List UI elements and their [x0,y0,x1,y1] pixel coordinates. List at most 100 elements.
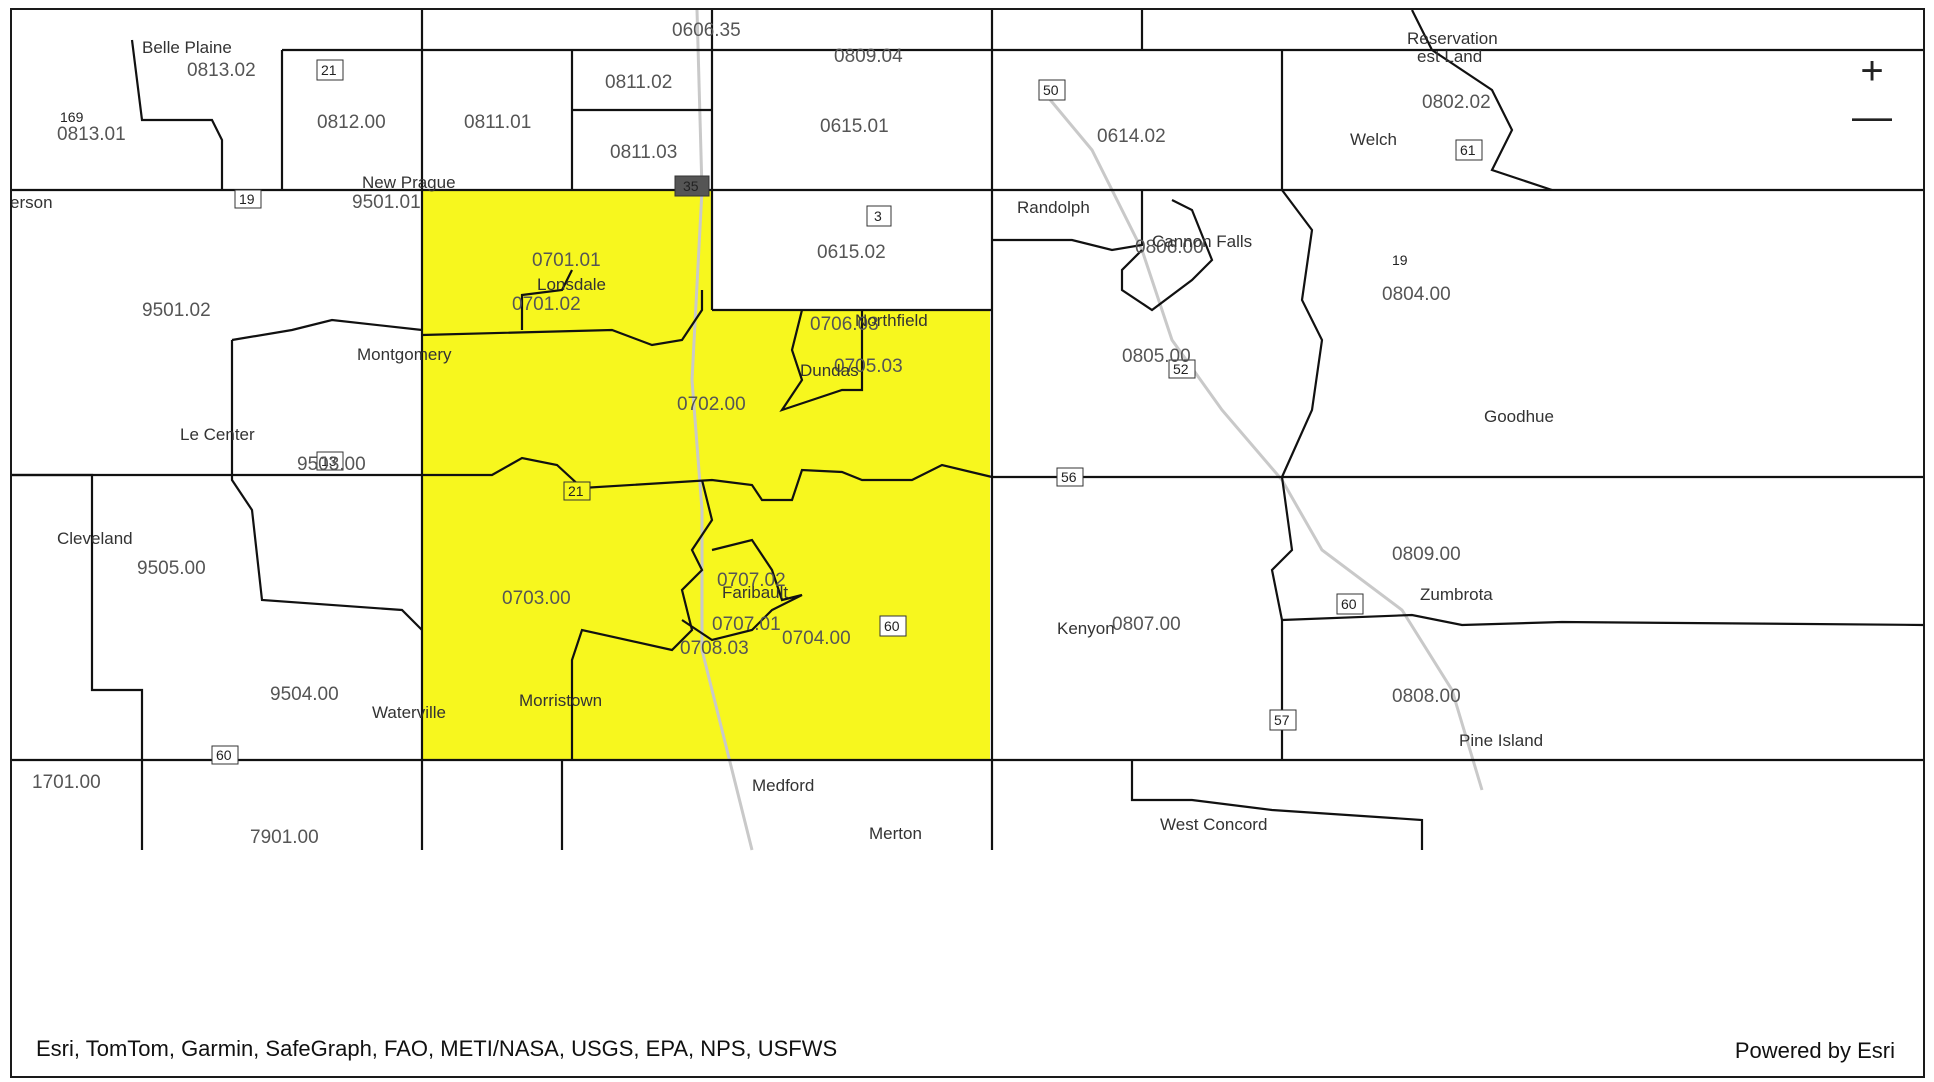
tract-label[interactable]: 0809.00 [1392,544,1461,565]
place-labels: Belle Plaine New Prague erson Randolph C… [12,29,1554,843]
tract-label[interactable]: 9501.02 [142,300,211,321]
tract-label[interactable]: 0703.00 [502,588,571,609]
boundary-east-top [1140,10,1284,190]
svg-text:52: 52 [1173,361,1189,377]
place-label: Cleveland [57,529,133,548]
tract-label[interactable]: 0806.00 [1135,237,1204,258]
tract-label[interactable]: 0615.02 [817,242,886,263]
boundary-faribault [570,479,714,760]
place-label: Montgomery [357,345,452,364]
highlighted-region [422,190,990,760]
powered-by-esri[interactable]: Powered by Esri [1734,1038,1895,1063]
boundary-dundas [779,309,864,413]
boundary-tracts-top [280,48,1923,190]
svg-text:57: 57 [1274,712,1290,728]
place-label: Merton [869,824,922,843]
place-label: Belle Plaine [142,38,232,57]
place-label: erson [12,193,53,212]
boundary-bottom-tracts [140,760,1424,850]
tract-label[interactable]: 0614.02 [1097,126,1166,147]
place-label: Reservation [1407,29,1498,48]
boundary-montgomery [231,318,423,342]
boundary-belle-plaine [130,39,224,190]
svg-text:56: 56 [1061,469,1077,485]
svg-text:21: 21 [568,483,584,499]
tract-label[interactable]: 0706.03 [810,314,879,335]
tract-label[interactable]: 0807.00 [1112,614,1181,635]
route-shield: 50 [1038,79,1066,101]
place-label: Medford [752,776,814,795]
route-shield: 57 [1269,709,1297,731]
tract-label[interactable]: 9505.00 [137,558,206,579]
tract-label[interactable]: 0615.01 [820,116,889,137]
highlight-rice-county-east [712,310,990,760]
tract-label[interactable]: 9503.00 [297,454,366,475]
route-shield: 19 [1392,252,1408,268]
svg-text:60: 60 [216,747,232,763]
place-label: est Land [1417,47,1482,66]
tract-label[interactable]: 0707.01 [712,614,781,635]
route-shield: 61 [1455,139,1483,161]
route-shield: 60 [211,745,239,765]
tract-label[interactable]: 9504.00 [270,684,339,705]
map-canvas[interactable]: 21 169 19 50 35 3 61 19 52 13 21 56 60 6… [12,10,1925,1078]
tract-label[interactable]: 7901.00 [250,827,319,848]
route-shield: 56 [1056,467,1084,487]
place-label: West Concord [1160,815,1267,834]
tract-label[interactable]: 0702.00 [677,394,746,415]
tract-label[interactable]: 9501.01 [352,192,421,213]
route-shield: 21 [316,59,344,81]
svg-text:3: 3 [874,208,882,224]
tract-label[interactable]: 0701.02 [512,294,581,315]
tract-label[interactable]: 0811.02 [605,72,672,93]
boundary-lonsdale-south [421,290,704,347]
tract-label[interactable]: 0811.03 [610,142,677,163]
tract-label[interactable]: 0705.03 [834,356,903,377]
tract-label[interactable]: 0813.01 [57,124,126,145]
svg-text:60: 60 [884,618,900,634]
tract-label[interactable]: 0811.01 [464,112,531,133]
tract-boundaries [12,10,1923,850]
place-label: Randolph [1017,198,1090,217]
place-label: Dundas [800,361,859,380]
highway-52 [1040,89,1484,791]
zoom-in-button[interactable]: + [1860,48,1884,93]
tract-label[interactable]: 0707.02 [717,570,786,591]
tract-labels: 0813.02 0813.01 0812.00 0811.01 0811.02 … [32,20,1491,848]
tract-label[interactable]: 0805.00 [1122,346,1191,367]
tract-label[interactable]: 0802.02 [1422,92,1491,113]
tract-label[interactable]: 0606.35 [672,20,741,41]
svg-text:61: 61 [1460,142,1476,158]
zoom-controls: + — [1849,48,1895,140]
boundary-cannon-falls-city [1120,199,1214,312]
boundary-rice-mid [422,456,993,502]
map-view[interactable]: 21 169 19 50 35 3 61 19 52 13 21 56 60 6… [10,8,1925,1078]
place-label: Kenyon [1057,619,1115,638]
svg-text:35: 35 [683,178,699,194]
tract-label[interactable]: 0812.00 [317,112,386,133]
place-label: New Prague [362,173,456,192]
route-shield: 3 [866,205,892,227]
tract-label[interactable]: 0704.00 [782,628,851,649]
boundary-west-mid [12,473,144,760]
tract-label[interactable]: 0804.00 [1382,284,1451,305]
svg-text:60: 60 [1341,596,1357,612]
tract-label[interactable]: 1701.00 [32,772,101,793]
zoom-out-button[interactable]: — [1852,94,1892,139]
tract-label[interactable]: 0813.02 [187,60,256,81]
route-shield: 60 [879,615,907,637]
place-label: Morristown [519,691,602,710]
boundary-east-mid [1281,613,1923,627]
place-label: Lonsdale [537,275,606,294]
tract-label[interactable]: 0701.01 [532,250,601,271]
boundary-far-east [1411,10,1553,192]
place-label: Welch [1350,130,1397,149]
tract-label[interactable]: 0708.03 [680,638,749,659]
svg-text:50: 50 [1043,82,1059,98]
svg-text:19: 19 [1392,252,1408,268]
tract-label[interactable]: 0808.00 [1392,686,1461,707]
boundary-zumbrota [1270,476,1294,760]
svg-text:169: 169 [60,109,84,125]
route-shield: 169 [60,109,84,125]
tract-label[interactable]: 0809.04 [834,46,903,67]
